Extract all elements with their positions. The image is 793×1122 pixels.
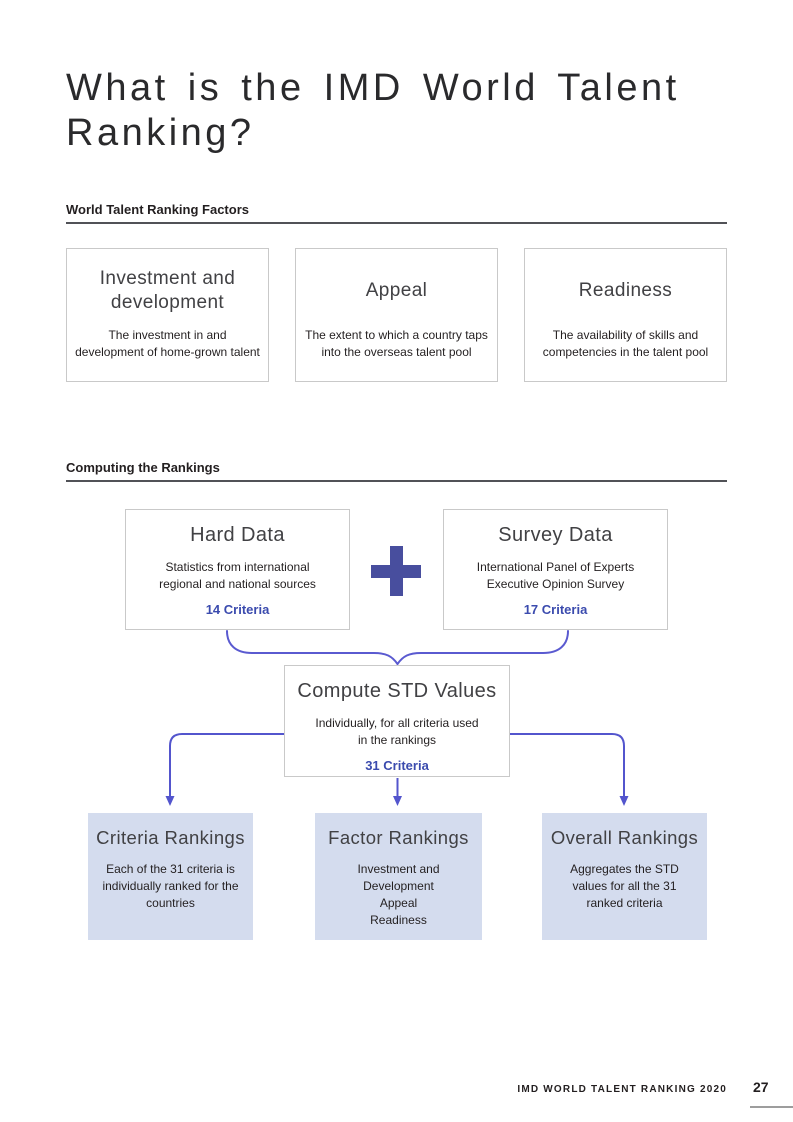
output-box-title: Factor Rankings: [328, 827, 469, 848]
arrow-left-head: [165, 796, 175, 806]
hard-data-title: Hard Data: [190, 524, 285, 546]
page-title: What is the IMD World Talent Ranking?: [66, 66, 680, 156]
factor-box-title: Readiness: [578, 280, 673, 301]
output-box-title: Criteria Rankings: [96, 827, 245, 848]
compute-std-title: Compute STD Values: [297, 680, 497, 702]
hard-data-box: Hard Data Statistics from international …: [125, 509, 350, 630]
survey-data-title: Survey Data: [498, 524, 613, 546]
compute-std-description: Individually, for all criteria used in t…: [315, 716, 479, 747]
plus-icon: [371, 546, 421, 596]
hard-data-criteria-count: 14 Criteria: [205, 602, 270, 617]
factor-box-readiness: Readiness The availability of skills and…: [524, 248, 727, 382]
arrow-right-head: [619, 796, 629, 806]
factors-section-heading: World Talent Ranking Factors: [66, 202, 727, 224]
footer-page-number: 27: [753, 1079, 769, 1095]
factor-box-title: Investment and development: [99, 268, 236, 313]
factor-box-description: The investment in and development of hom…: [75, 328, 260, 359]
survey-data-box: Survey Data International Panel of Exper…: [443, 509, 668, 630]
factor-boxes-row: Investment and development The investmen…: [66, 248, 727, 382]
footer-report-title: IMD WORLD TALENT RANKING 2020: [517, 1084, 727, 1095]
footer-rule: [750, 1106, 793, 1108]
output-box-description: Aggregates the STD values for all the 31…: [570, 862, 679, 910]
page-title-line-2: Ranking?: [66, 112, 255, 154]
factor-box-description: The extent to which a country taps into …: [305, 328, 488, 359]
page-title-line-1: What is the IMD World Talent: [66, 67, 680, 109]
curly-brace-connector: [226, 630, 569, 666]
criteria-rankings-box: Criteria Rankings Each of the 31 criteri…: [88, 813, 253, 940]
output-box-description: Investment and Development Appeal Readin…: [357, 862, 440, 927]
arrow-left-branch: [169, 733, 284, 796]
hard-data-description: Statistics from international regional a…: [159, 560, 316, 591]
factor-box-description: The availability of skills and competenc…: [542, 328, 709, 359]
survey-data-criteria-count: 17 Criteria: [523, 602, 588, 617]
compute-std-criteria-count: 31 Criteria: [365, 758, 429, 773]
compute-std-values-box: Compute STD Values Individually, for all…: [284, 665, 510, 777]
factor-box-investment: Investment and development The investmen…: [66, 248, 269, 382]
computing-section-heading: Computing the Rankings: [66, 460, 727, 482]
output-box-title: Overall Rankings: [550, 827, 699, 848]
arrow-right-branch: [510, 733, 625, 796]
factor-box-title: Appeal: [365, 280, 428, 301]
factor-box-appeal: Appeal The extent to which a country tap…: [295, 248, 498, 382]
overall-rankings-box: Overall Rankings Aggregates the STD valu…: [542, 813, 707, 940]
factor-rankings-box: Factor Rankings Investment and Developme…: [315, 813, 482, 940]
arrow-center-head: [393, 796, 402, 806]
survey-data-description: International Panel of Experts Executive…: [476, 560, 635, 591]
output-box-description: Each of the 31 criteria is individually …: [102, 862, 239, 910]
